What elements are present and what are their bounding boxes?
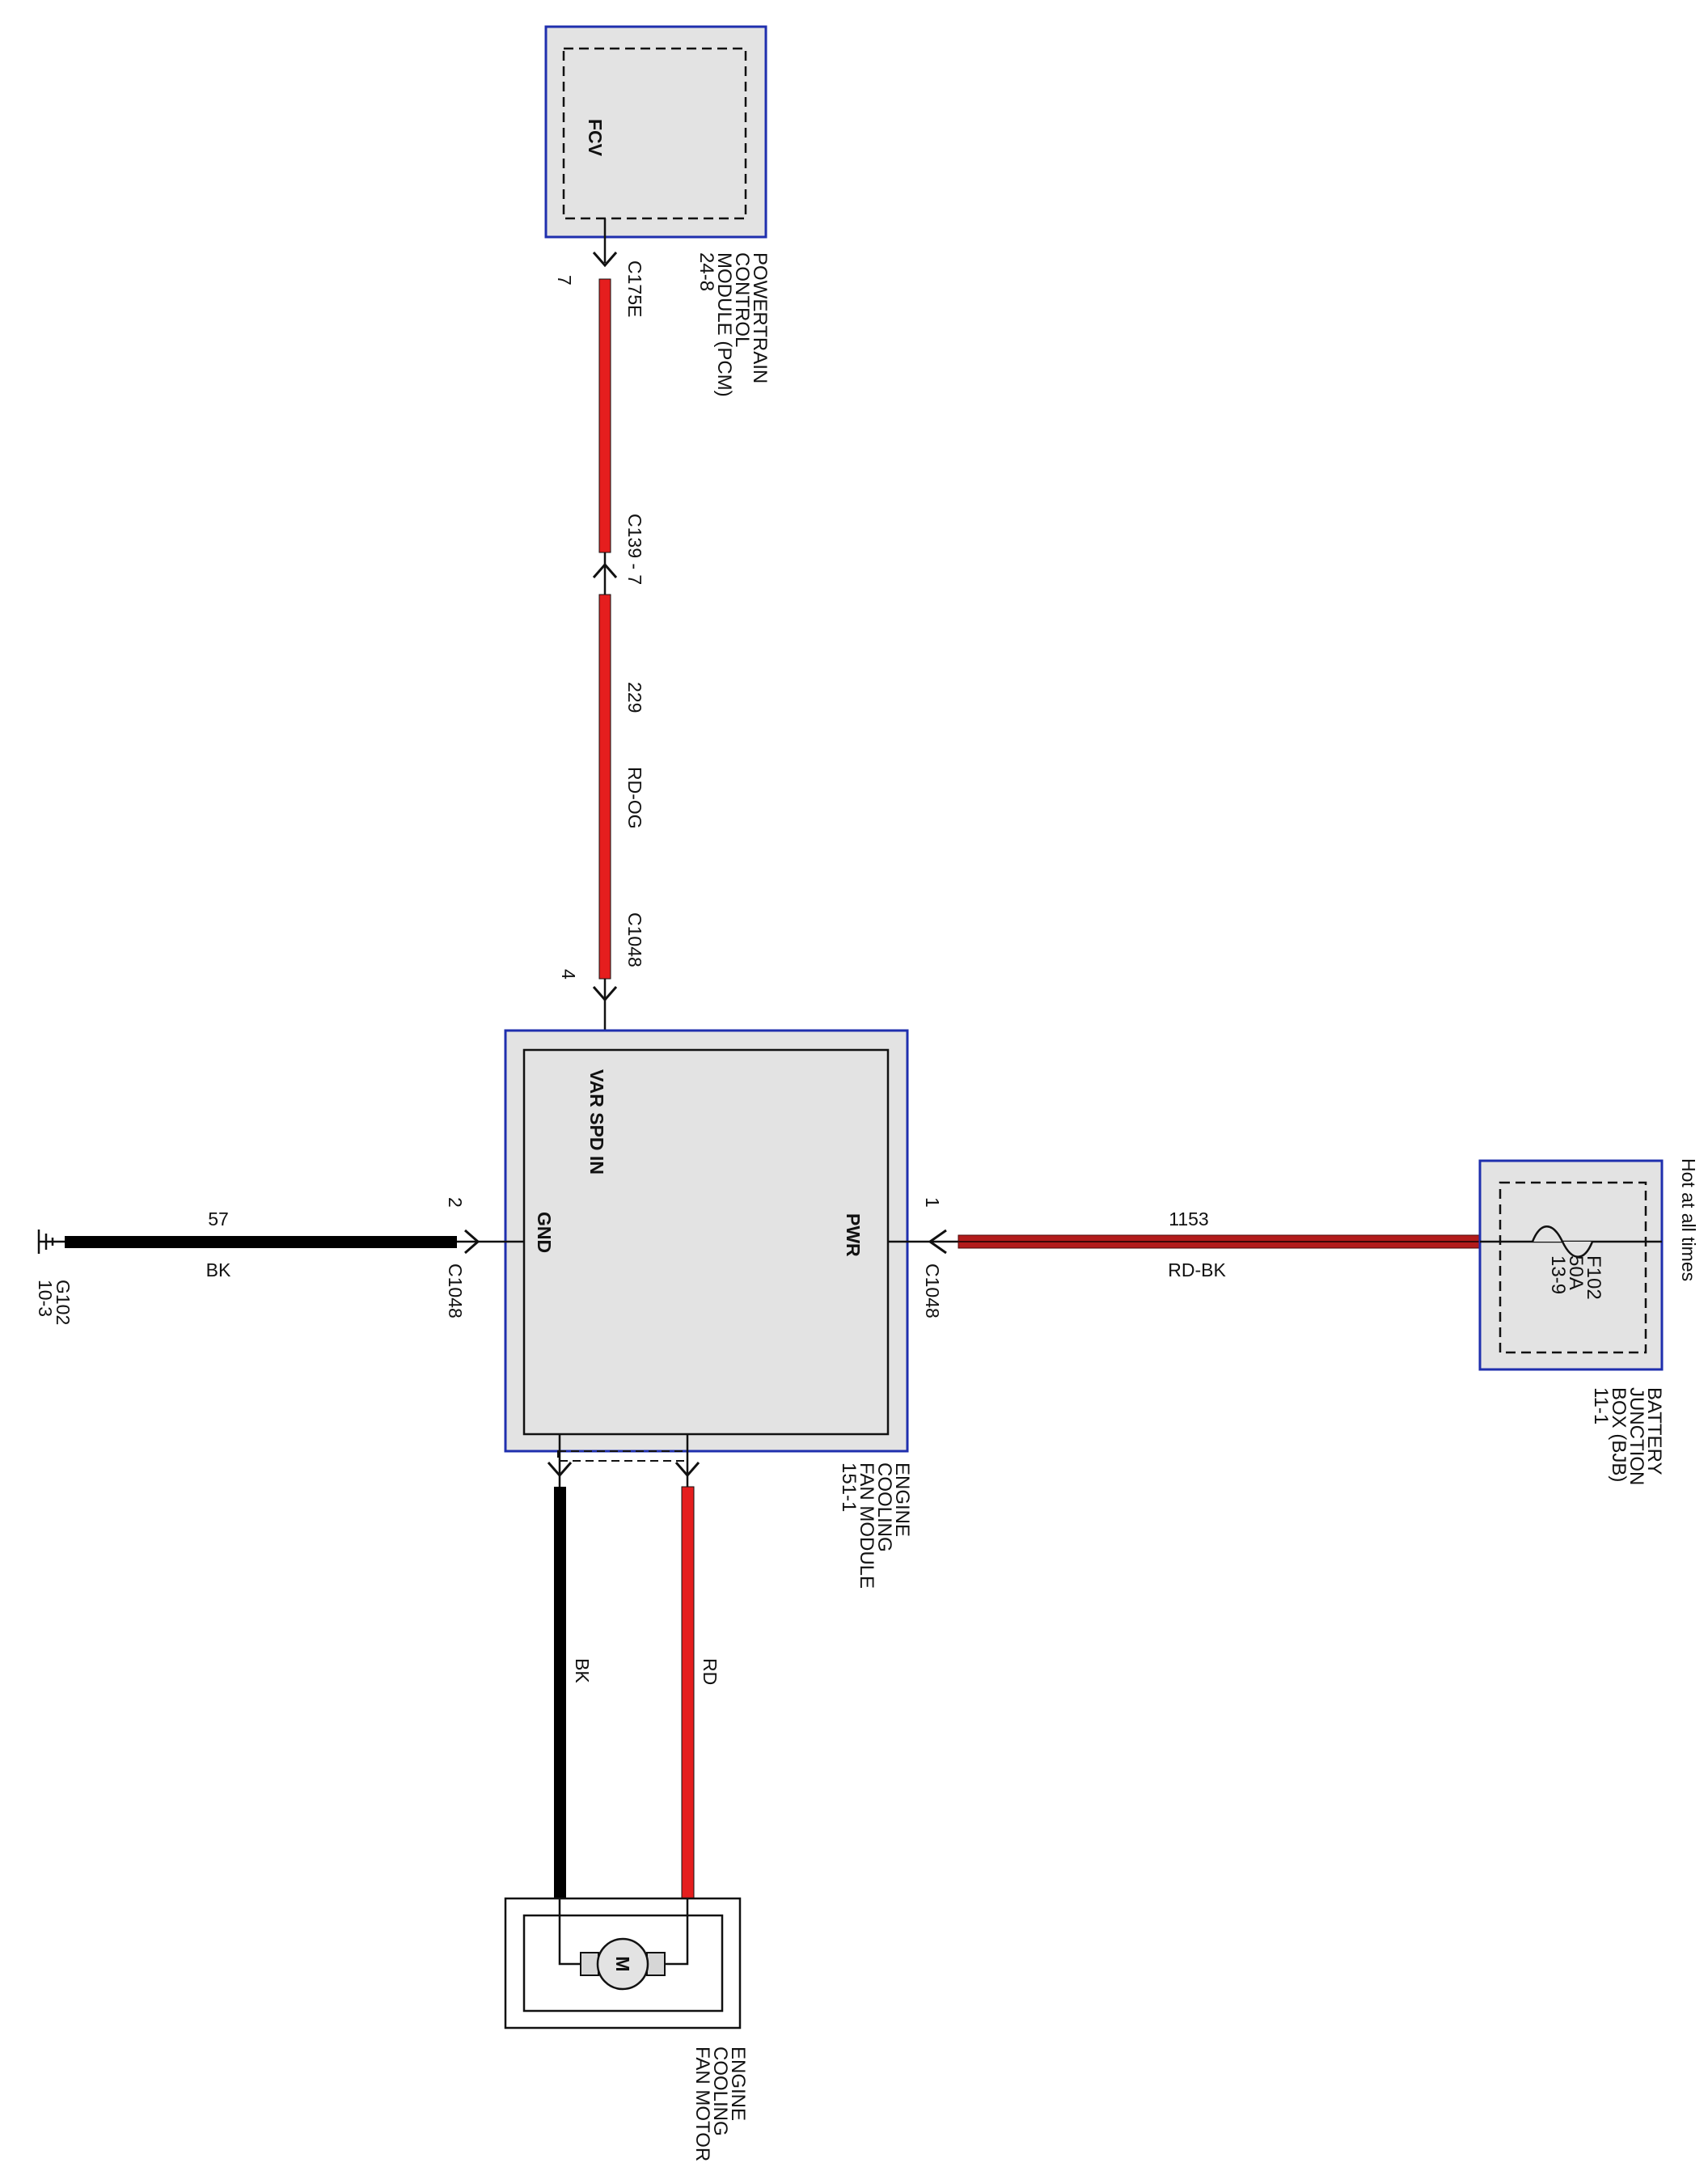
pcm-connector-label: C175E	[624, 260, 645, 317]
fan-motor	[504, 1897, 742, 2030]
wire-229-circuit: 229	[624, 682, 645, 713]
svg-text:ENGINE: ENGINE	[891, 1462, 913, 1537]
pwr-connector-symbol	[928, 1229, 947, 1255]
svg-text:POWERTRAIN: POWERTRAIN	[749, 252, 771, 383]
pwr-connector-label: C1048	[922, 1263, 943, 1318]
wire-1153-color: RD-BK	[1168, 1259, 1226, 1280]
inline-connector-label: C139 - 7	[624, 514, 645, 585]
fuse-icon	[1531, 1225, 1594, 1258]
module-gnd-label: GND	[534, 1212, 555, 1253]
hot-at-all-times-label: Hot at all times	[1678, 1158, 1699, 1281]
wire-229-lower	[598, 594, 611, 980]
wire-1153-circuit: 1153	[1169, 1208, 1208, 1230]
wire-motor-bk-label: BK	[572, 1658, 593, 1683]
pcm-connector-symbol	[592, 252, 618, 268]
svg-text:151-1: 151-1	[838, 1462, 860, 1512]
module-pwr-label: PWR	[843, 1213, 864, 1257]
svg-text:COOLING: COOLING	[709, 2046, 731, 2136]
gnd-pin: 2	[445, 1197, 466, 1208]
svg-text:CONTROL: CONTROL	[731, 252, 753, 347]
motor-bk-connector-symbol	[547, 1462, 573, 1478]
fan-module-title: ENGINE COOLING FAN MODULE 151-1	[838, 1462, 913, 1589]
svg-text:BOX (BJB): BOX (BJB)	[1608, 1387, 1630, 1482]
wire-motor-bk	[554, 1487, 566, 1899]
wire-229-end-connector: C1048	[624, 912, 645, 967]
gnd-connector-symbol	[464, 1229, 480, 1255]
svg-text:11-1: 11-1	[1590, 1387, 1612, 1424]
pwr-pin: 1	[922, 1197, 943, 1208]
svg-text:MODULE (PCM): MODULE (PCM)	[713, 252, 735, 397]
ground-ref: 10-3	[35, 1280, 56, 1317]
wire-57-circuit: 57	[208, 1208, 229, 1230]
module-motor-connector-dashed	[557, 1450, 688, 1462]
svg-text:JUNCTION: JUNCTION	[1626, 1387, 1647, 1485]
module-input-label: VAR SPD IN	[586, 1069, 607, 1175]
svg-text:FAN MOTOR: FAN MOTOR	[691, 2046, 713, 2161]
wire-motor-rd-label: RD	[700, 1658, 721, 1685]
module-input-pin: 4	[558, 969, 579, 980]
bjb-box	[1478, 1159, 1664, 1371]
svg-text:FAN MODULE: FAN MODULE	[856, 1462, 877, 1589]
motor-rd-connector-symbol	[674, 1462, 700, 1478]
pcm-pin-number: 7	[554, 275, 575, 286]
svg-text:BATTERY: BATTERY	[1643, 1387, 1665, 1475]
inline-connector-symbol	[592, 562, 618, 578]
svg-text:50A: 50A	[1565, 1255, 1587, 1290]
motor-symbol: M	[612, 1956, 633, 1971]
svg-text:COOLING: COOLING	[873, 1462, 895, 1552]
fuse-label: F102 50A 13-9	[1547, 1255, 1604, 1300]
fan-module	[504, 1029, 909, 1453]
wire-57	[65, 1236, 457, 1248]
ground-name: G102	[53, 1280, 74, 1325]
fan-motor-title: ENGINE COOLING FAN MOTOR	[691, 2046, 749, 2161]
pcm-pin-name: FCV	[585, 119, 606, 157]
gnd-connector-label: C1048	[445, 1263, 466, 1318]
bjb-title: BATTERY JUNCTION BOX (BJB) 11-1	[1590, 1387, 1665, 1485]
module-input-connector-symbol	[592, 986, 618, 1002]
svg-text:24-8: 24-8	[695, 252, 717, 291]
pcm-title: POWERTRAIN CONTROL MODULE (PCM) 24-8	[695, 252, 771, 397]
wire-229-upper	[598, 278, 611, 553]
motor-icon	[596, 1937, 649, 1991]
svg-text:F102: F102	[1583, 1255, 1604, 1300]
svg-text:13-9: 13-9	[1547, 1255, 1569, 1294]
svg-text:ENGINE: ENGINE	[727, 2046, 749, 2121]
wire-57-color: BK	[206, 1259, 231, 1280]
pcm-module: FCV	[544, 25, 767, 239]
wire-motor-rd	[681, 1486, 695, 1900]
wire-229-color: RD-OG	[624, 767, 645, 829]
ground-symbol	[37, 1230, 65, 1254]
